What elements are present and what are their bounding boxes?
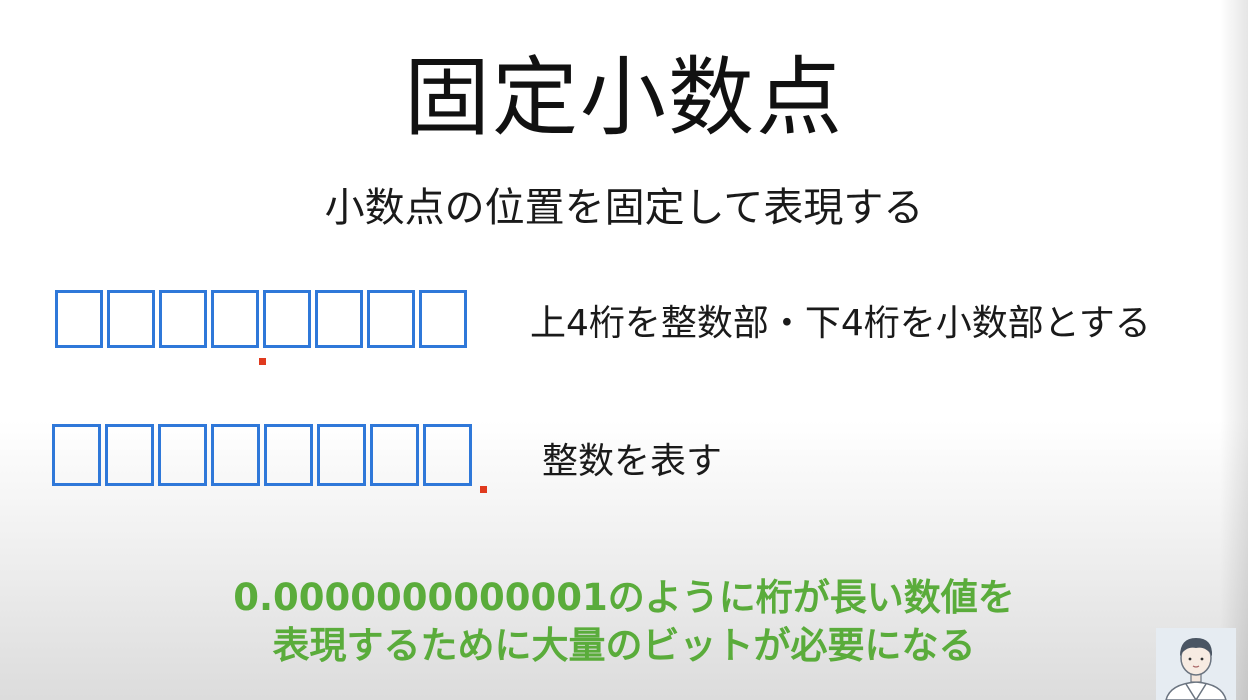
- decimal-point-marker: [480, 486, 487, 493]
- slide-title: 固定小数点: [404, 48, 844, 148]
- row2-description: 整数を表す: [542, 441, 723, 482]
- bit-box: [317, 424, 366, 486]
- bit-box: [419, 290, 467, 348]
- bit-box: [423, 424, 472, 486]
- bit-box: [211, 290, 259, 348]
- bit-box: [159, 290, 207, 348]
- row1-description: 上4桁を整数部・下4桁を小数部とする: [530, 303, 1151, 344]
- bit-box: [211, 424, 260, 486]
- edge-shadow: [1220, 0, 1248, 700]
- bit-box: [105, 424, 154, 486]
- bit-box: [367, 290, 415, 348]
- bit-box: [52, 424, 101, 486]
- slide-subtitle: 小数点の位置を固定して表現する: [324, 185, 924, 231]
- note-line-1: 0.0000000000001のように桁が長い数値を: [233, 576, 1015, 619]
- presenter-avatar-icon: [1156, 628, 1236, 700]
- note-line-2: 表現するために大量のビットが必要になる: [272, 624, 976, 667]
- bit-boxes-row-fixed-point: [55, 290, 467, 348]
- decimal-point-marker: [259, 358, 266, 365]
- bit-box: [370, 424, 419, 486]
- bit-box: [55, 290, 103, 348]
- bit-box: [158, 424, 207, 486]
- bit-box: [264, 424, 313, 486]
- bit-box: [107, 290, 155, 348]
- bit-box: [263, 290, 311, 348]
- bit-box: [315, 290, 363, 348]
- bit-boxes-row-integer: [52, 424, 472, 486]
